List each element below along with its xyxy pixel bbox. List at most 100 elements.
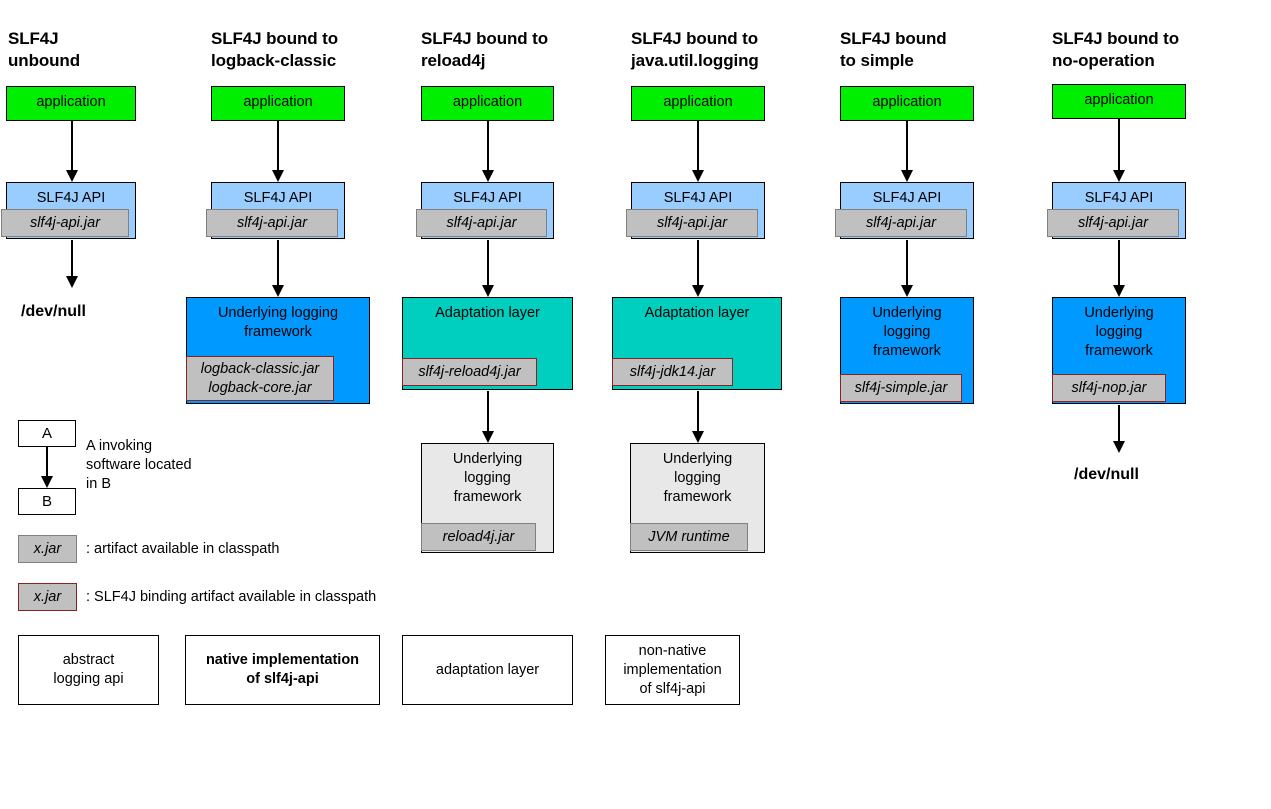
arrow-shaft xyxy=(487,391,489,432)
arrow-shaft xyxy=(1118,405,1120,442)
arrow-shaft xyxy=(46,447,48,477)
node-simple-slf4j-api: SLF4J API slf4j-api.jar xyxy=(835,182,974,239)
column-title-java-util-logging: SLF4J bound to java.util.logging xyxy=(631,29,759,70)
legend-swatch-non-native-implementation: non-native implementation of slf4j-api xyxy=(605,635,740,705)
node-label: Underlying logging framework xyxy=(662,451,733,505)
arrow-java-util-logging-adaptation-to-framework xyxy=(691,391,704,443)
arrow-reload4j-api-to-adaptation xyxy=(481,240,494,297)
arrow-shaft xyxy=(487,240,489,286)
column-title-simple: SLF4J bound to simple xyxy=(840,29,947,70)
node-label: SLF4J API xyxy=(453,190,522,206)
arrow-no-operation-api-to-framework xyxy=(1112,240,1125,297)
arrow-shaft xyxy=(906,240,908,286)
arrow-head xyxy=(481,285,494,297)
node-label: SLF4J API xyxy=(243,190,313,206)
arrow-shaft xyxy=(1118,240,1120,286)
jar-chip-reload4j-adaptation-layer: slf4j-reload4j.jar xyxy=(402,358,537,386)
arrow-shaft xyxy=(71,121,73,171)
arrow-head xyxy=(1112,285,1125,297)
jar-chip-reload4j-underlying-framework: reload4j.jar xyxy=(421,523,536,551)
arrow-reload4j-app-to-api xyxy=(481,121,494,182)
column-title-no-operation: SLF4J bound to no-operation xyxy=(1052,29,1180,70)
arrow-head xyxy=(1112,441,1125,453)
jar-chip-simple-underlying-framework: slf4j-simple.jar xyxy=(840,374,962,402)
terminal-label-no-operation: /dev/null xyxy=(1074,466,1139,483)
jar-chip-logback-classic-underlying-framework: logback-classic.jar logback-core.jar xyxy=(186,356,334,401)
arrow-no-operation-app-to-api xyxy=(1112,119,1125,182)
arrow-head xyxy=(691,170,704,182)
node-label: Underlying logging framework xyxy=(217,305,339,340)
node-reload4j-underlying-framework: Underlying logging framework reload4j.jar xyxy=(421,443,554,553)
arrow-legend-legend-a-to-b xyxy=(40,447,53,488)
column-title-reload4j: SLF4J bound to reload4j xyxy=(421,29,549,70)
node-java-util-logging-adaptation-layer: Adaptation layer slf4j-jdk14.jar xyxy=(612,297,782,390)
arrow-head xyxy=(691,285,704,297)
jar-chip-simple-slf4j-api: slf4j-api.jar xyxy=(835,209,967,237)
arrow-logback-classic-api-to-framework xyxy=(271,240,284,297)
node-label: SLF4J API xyxy=(663,190,733,206)
arrow-shaft xyxy=(697,121,699,171)
arrow-no-operation-framework-to-devnull xyxy=(1112,405,1125,453)
arrow-java-util-logging-api-to-adaptation xyxy=(691,240,704,297)
legend-artifact-description: : artifact available in classpath xyxy=(86,541,280,557)
node-label: application xyxy=(872,94,942,110)
node-logback-classic-application: application xyxy=(211,86,345,121)
jar-chip-java-util-logging-underlying-framework: JVM runtime xyxy=(630,523,748,551)
node-simple-application: application xyxy=(840,86,974,121)
node-logback-classic-underlying-framework: Underlying logging framework logback-clas… xyxy=(186,297,370,404)
node-java-util-logging-application: application xyxy=(631,86,765,121)
node-label: application xyxy=(663,94,733,110)
column-title-logback-classic: SLF4J bound to logback-classic xyxy=(211,29,339,70)
arrow-head xyxy=(900,285,913,297)
node-reload4j-slf4j-api: SLF4J API slf4j-api.jar xyxy=(416,182,554,239)
node-label: SLF4J API xyxy=(1084,190,1154,206)
node-label: application xyxy=(243,94,313,110)
jar-chip-java-util-logging-adaptation-layer: slf4j-jdk14.jar xyxy=(612,358,733,386)
arrow-head xyxy=(271,170,284,182)
arrow-shaft xyxy=(71,240,73,277)
node-label: Underlying logging framework xyxy=(872,305,942,359)
arrow-shaft xyxy=(277,240,279,286)
node-label: application xyxy=(1084,92,1154,108)
node-no-operation-application: application xyxy=(1052,84,1186,119)
arrow-shaft xyxy=(277,121,279,171)
node-logback-classic-slf4j-api: SLF4J API slf4j-api.jar xyxy=(206,182,345,239)
legend-chip-artifact: x.jar xyxy=(18,535,77,563)
jar-chip-logback-classic-slf4j-api: slf4j-api.jar xyxy=(206,209,338,237)
arrow-shaft xyxy=(1118,119,1120,171)
node-label: Underlying logging framework xyxy=(452,451,523,505)
arrow-logback-classic-app-to-api xyxy=(271,121,284,182)
legend-swatch-native-implementation: native implementation of slf4j-api xyxy=(185,635,380,705)
jar-chip-java-util-logging-slf4j-api: slf4j-api.jar xyxy=(626,209,758,237)
legend-box-b: B xyxy=(18,488,76,515)
arrow-head xyxy=(691,431,704,443)
arrow-head xyxy=(1112,170,1125,182)
arrow-head xyxy=(65,276,78,288)
column-title-unbound: SLF4J unbound xyxy=(8,29,80,70)
arrow-head xyxy=(900,170,913,182)
node-unbound-application: application xyxy=(6,86,136,121)
jar-chip-no-operation-slf4j-api: slf4j-api.jar xyxy=(1047,209,1179,237)
node-label: Adaptation layer xyxy=(435,305,540,321)
node-label: SLF4J API xyxy=(872,190,942,206)
arrow-head xyxy=(481,170,494,182)
arrow-head xyxy=(65,170,78,182)
node-label: Adaptation layer xyxy=(644,305,750,321)
legend-swatch-abstract-logging-api: abstract logging api xyxy=(18,635,159,705)
jar-chip-reload4j-slf4j-api: slf4j-api.jar xyxy=(416,209,547,237)
node-label: SLF4J API xyxy=(36,190,106,206)
node-java-util-logging-slf4j-api: SLF4J API slf4j-api.jar xyxy=(626,182,765,239)
legend-swatch-adaptation-layer: adaptation layer xyxy=(402,635,573,705)
node-label: application xyxy=(452,94,523,110)
jar-chip-no-operation-underlying-framework: slf4j-nop.jar xyxy=(1052,374,1166,402)
arrow-simple-app-to-api xyxy=(900,121,913,182)
arrow-shaft xyxy=(697,391,699,432)
legend-chip-binding-artifact: x.jar xyxy=(18,583,77,611)
node-label: application xyxy=(36,94,106,110)
arrow-shaft xyxy=(906,121,908,171)
arrow-simple-api-to-framework xyxy=(900,240,913,297)
node-no-operation-slf4j-api: SLF4J API slf4j-api.jar xyxy=(1047,182,1186,239)
